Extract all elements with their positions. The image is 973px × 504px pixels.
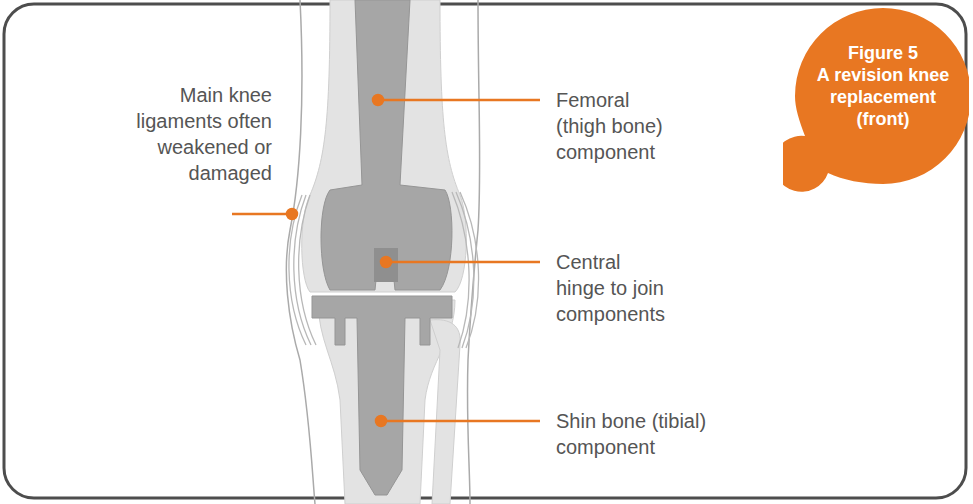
tibial-component	[312, 296, 452, 495]
badge-shape	[783, 8, 969, 208]
fibula-bone	[430, 320, 460, 504]
femur-bone	[302, 0, 467, 292]
figure-number: Figure 5	[808, 42, 958, 64]
part-label: Femoral (thigh bone) component	[556, 87, 668, 165]
figure-badge: Figure 5A revision knee replacement (fro…	[783, 8, 969, 208]
part-label: Central hinge to join components	[556, 249, 668, 327]
part-label: Main knee ligaments often weakened or da…	[132, 82, 272, 186]
leader-lines	[232, 95, 540, 426]
central-hinge	[374, 248, 398, 282]
leg-outline	[467, 0, 479, 504]
badge-text: Figure 5A revision knee replacement (fro…	[808, 42, 958, 130]
part-label: Shin bone (tibial) component	[556, 408, 716, 460]
panel-frame	[4, 4, 966, 498]
femoral-component	[321, 0, 452, 290]
figure-title: A revision knee replacement (front)	[808, 64, 958, 130]
